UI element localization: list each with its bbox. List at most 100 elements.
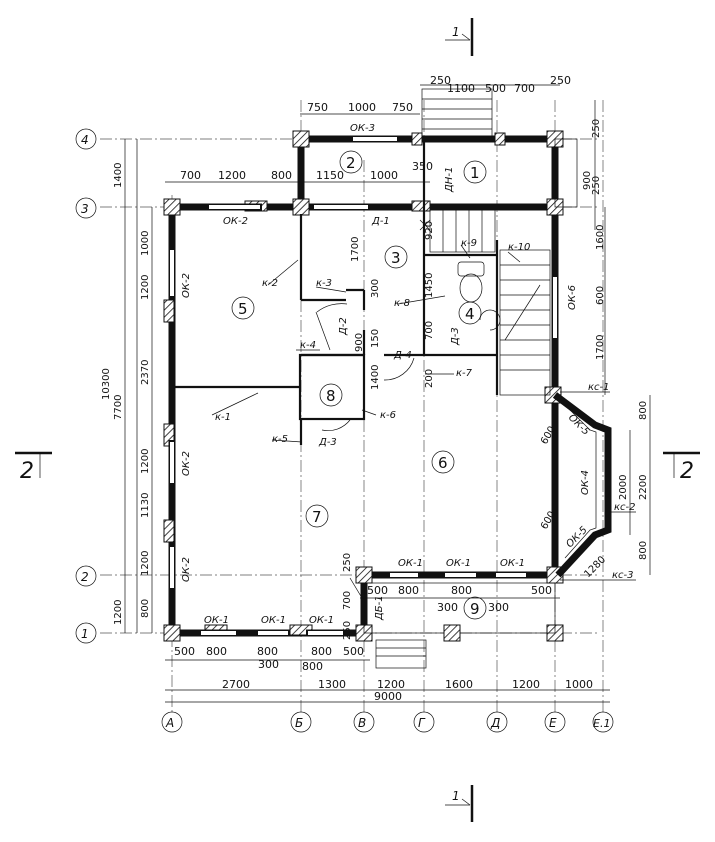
dim-right-8: 2000: [618, 475, 629, 500]
dims-left: 1400 10300 7700 1000 1200 2370 1200 1130…: [101, 163, 151, 625]
dim-left-5: 2370: [140, 360, 151, 385]
axis-col-b: Б: [295, 716, 303, 730]
dim-inner-9: 250: [342, 553, 353, 572]
door-swings: [315, 219, 431, 599]
dim-bottom-4: 500: [343, 645, 364, 658]
dim-left-9: 1200: [113, 600, 124, 625]
dim-inner-7: 1400: [370, 365, 381, 390]
room-markers: 1 2 3 4 5 6 7 8 9: [231, 150, 487, 620]
entrance-steps-bottom: [363, 582, 556, 669]
section-mark-left: 2: [15, 451, 52, 484]
row-axis-markers: 4 3 2 1: [75, 128, 97, 644]
dim-right-1: 900: [582, 171, 593, 190]
dim-inner-3: 150: [370, 329, 381, 348]
bay-window: [552, 392, 612, 578]
room-1: 1: [470, 164, 480, 182]
partition-label-k9: к-9: [461, 238, 477, 249]
partition-label-k1: к-1: [215, 412, 231, 423]
dim-right-9: 800: [638, 541, 649, 560]
door-label-d2: Д-2: [338, 317, 349, 336]
window-label-ok1-5: ОК-1: [446, 558, 471, 569]
section-mark-right: 2: [663, 451, 700, 484]
dim-top-2: 500: [485, 82, 506, 95]
partition-label-k10: к-10: [508, 242, 530, 253]
partition-label-k8: к-8: [394, 298, 410, 309]
windows: [168, 135, 559, 637]
dim-top-3: 700: [514, 82, 535, 95]
window-labels: ОК-3 ОК-2 ОК-2 ОК-2 ОК-2 ОК-6 ОК-5 ОК-4 …: [181, 123, 591, 626]
door-label-d4: Д-4: [393, 350, 412, 361]
partition-label-k7: к-7: [456, 368, 473, 379]
dim-bottom-10: 1600: [445, 678, 473, 691]
partitions: [172, 139, 499, 445]
window-label-ok3: ОК-3: [350, 123, 375, 134]
dim-inner-6: 200: [424, 369, 435, 388]
room-5: 5: [238, 300, 248, 318]
axis-col-d: Д: [490, 716, 500, 730]
dim-bottom-9: 1200: [377, 678, 405, 691]
column-label-ks1: кс-1: [588, 382, 610, 393]
dim-left-6: 1200: [140, 449, 151, 474]
dim-left-3: 1000: [140, 231, 151, 256]
dim-top-7: 750: [392, 101, 413, 114]
axis-col-e1: Е.1: [593, 717, 610, 730]
window-label-ok2-left1: ОК-2: [181, 273, 192, 298]
door-label-d3-lower: Д-3: [318, 437, 337, 448]
dim-top-4: 250: [550, 74, 571, 87]
dim-inner-4: 1450: [424, 273, 435, 298]
door-label-dn1: ДН-1: [444, 167, 455, 193]
door-label-db1: ДБ-1: [374, 595, 385, 621]
dim-top-10: 800: [271, 169, 292, 182]
partition-label-k6: к-6: [380, 410, 396, 421]
dims-inner: 1700 300 900 150 1450 700 200 1400 920 2…: [342, 221, 435, 640]
dim-right-7: 2200: [638, 475, 649, 500]
room-3: 3: [391, 249, 401, 267]
window-label-ok1-1: ОК-1: [204, 615, 229, 626]
wc-fixture: [457, 261, 501, 331]
room-7: 7: [312, 508, 322, 526]
section-mark-bottom: 1: [445, 785, 474, 822]
dim-bottom-7: 2700: [222, 678, 250, 691]
dim-right-6: 800: [638, 401, 649, 420]
dim-bottom-18: 300: [437, 601, 458, 614]
dim-right-10: 1280: [582, 554, 608, 580]
dim-left-4: 1200: [140, 275, 151, 300]
dim-inner-8: 920: [424, 221, 435, 240]
axis-row-2: 2: [81, 570, 89, 584]
dims-bottom: 500 800 800 800 500 300 800 2700 1300 12…: [174, 584, 593, 703]
axis-col-a: А: [165, 716, 174, 730]
entrance-steps-top: [421, 88, 578, 208]
dim-inner-5: 700: [424, 321, 435, 340]
axis-col-v: В: [358, 716, 366, 730]
dim-top-12: 1000: [370, 169, 398, 182]
dim-right-4: 600: [595, 286, 606, 305]
dim-left-10: 800: [140, 599, 151, 618]
dims-right: 250 900 250 1600 600 1700 800 2200 2000 …: [539, 119, 649, 580]
partition-label-k3: к-3: [316, 278, 332, 289]
axis-col-g: Г: [418, 716, 426, 730]
partition-label-k4: к-4: [300, 340, 316, 351]
column-labels: кс-1 кс-2 кс-3: [560, 382, 636, 581]
window-label-ok2-left3: ОК-2: [181, 557, 192, 582]
door-label-d1: Д-1: [371, 216, 390, 227]
dim-bottom-14: 500: [367, 584, 388, 597]
window-label-ok2-top: ОК-2: [223, 216, 248, 227]
room-6: 6: [438, 454, 448, 472]
dim-top-0: 250: [430, 74, 451, 87]
window-label-ok6: ОК-6: [567, 285, 578, 310]
dim-top-8: 700: [180, 169, 201, 182]
dim-left-1: 10300: [101, 368, 112, 400]
window-label-ok1-3: ОК-1: [309, 615, 334, 626]
stair: [429, 209, 551, 396]
dim-bottom-12: 1000: [565, 678, 593, 691]
door-label-d3-wc: Д-3: [450, 327, 461, 346]
window-label-ok1-2: ОК-1: [261, 615, 286, 626]
dimension-lines: [124, 84, 651, 703]
dim-right-0: 250: [591, 119, 602, 138]
axis-row-1: 1: [81, 627, 89, 641]
dim-left-0: 1400: [113, 163, 124, 188]
dim-bottom-16: 800: [451, 584, 472, 597]
window-label-ok4: ОК-4: [580, 470, 591, 495]
partition-labels: к-1 к-2 к-3 к-4 к-5 к-6 к-7 к-8 к-9 к-10: [215, 238, 530, 445]
dim-bottom-2: 800: [257, 645, 278, 658]
